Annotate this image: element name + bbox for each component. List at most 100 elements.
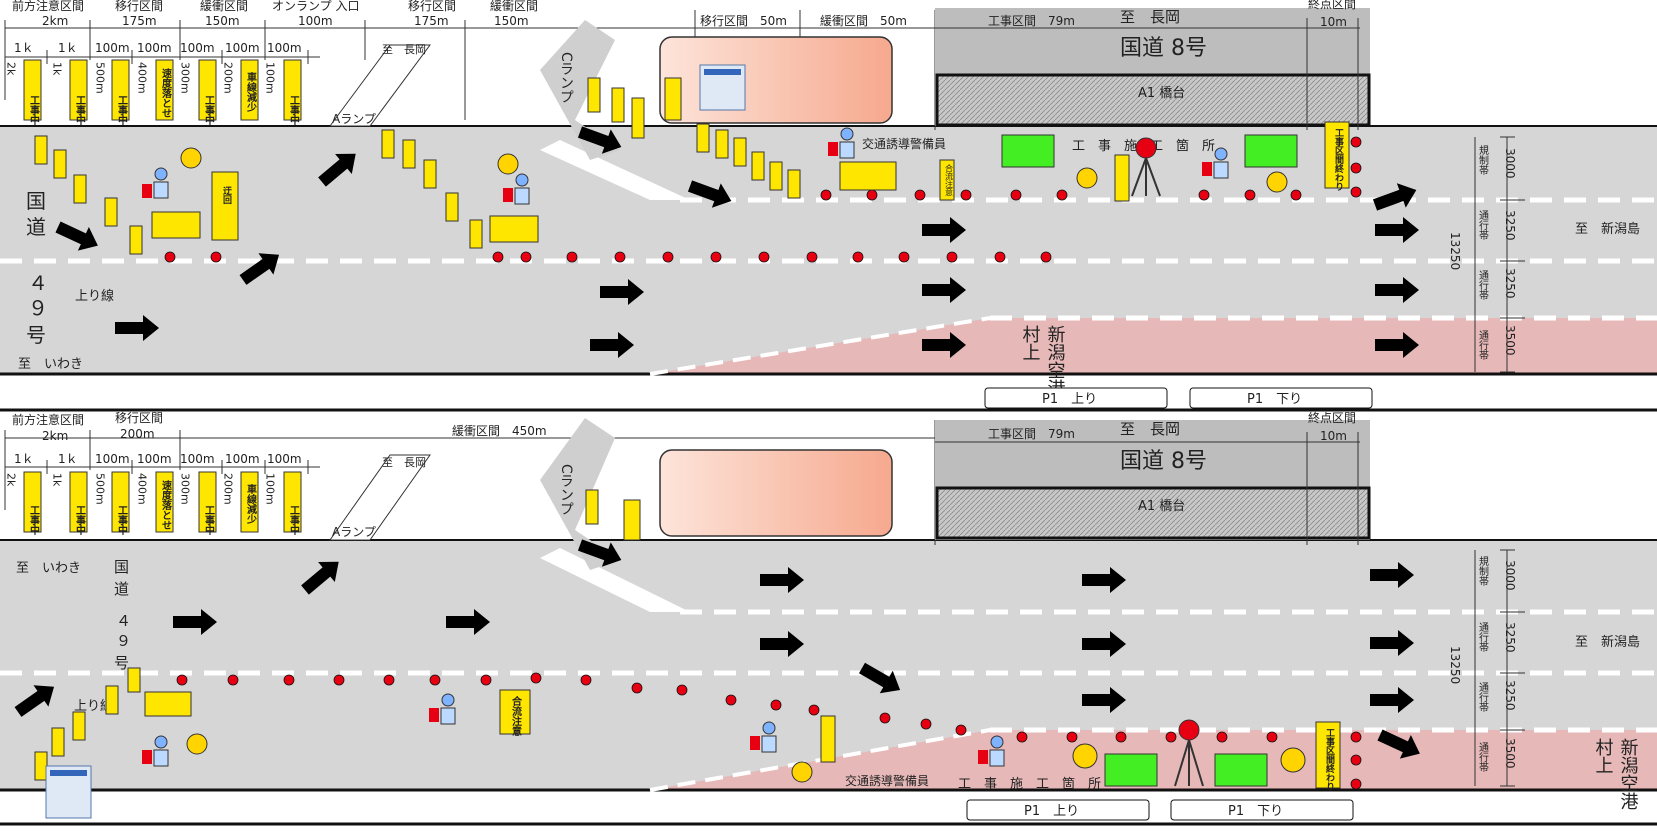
bottom-route49-char: ９ [116,632,131,650]
sign-icon [820,715,836,763]
cone-icon [1066,731,1078,743]
sign-icon [664,77,682,121]
bottom-route49-char: 号 [114,654,129,672]
bottom-distance: 100m [95,452,130,466]
bottom-lane-width: 3250 [1503,680,1517,711]
bottom-lane-type: 通行帯 [1477,742,1489,772]
bottom-taper-line [649,728,991,792]
arrow-board-icon [104,197,118,227]
top-bridge [935,73,1371,127]
bottom-p1-down-box [1170,799,1354,821]
top-sign-row: 工事中 工事中 工事中 速度落とせ 工事中 車線減少 工事中 [23,59,302,126]
lamp-icon [1266,171,1288,193]
sign-icon [1114,154,1130,202]
bottom-lane-width: 3500 [1503,738,1517,769]
cone-icon [914,189,926,201]
bottom-route8: 国道 8号 [1120,449,1207,474]
flagman-icon [978,735,1005,767]
cone-icon [631,682,643,694]
vehicle-icon [1104,753,1158,787]
sign-text: 工事中 [28,95,40,126]
top-airport-label: 新潟空港 [1045,325,1066,397]
bottom-a-ramp [329,454,431,541]
bottom-distance: 100m [137,452,172,466]
sign-icon [69,59,88,121]
sign-icon [1324,121,1350,189]
top-sign-distance: 1k [51,62,64,76]
top-closed-lane [650,318,1657,374]
arrow-icon [1082,567,1126,593]
sign-text: 工事中 [288,505,300,536]
top-a-ramp-label: Aランプ [332,112,376,126]
top-section-sub: 150m [494,14,529,28]
top-route49-char: 国 [26,189,46,213]
bottom-distance: 1ｋ [58,452,78,466]
bottom-c-ramp [540,418,620,570]
lamp-icon [1072,743,1098,769]
sign-icon [240,471,259,533]
arrow-icon [922,277,966,303]
bottom-route49-char: 国 [114,558,129,576]
bottom-sign-row: 工事中 工事中 工事中 速度落とせ 工事中 車線減少 工事中 [23,471,302,536]
cone-icon [946,251,958,263]
sign-text: 工事中 [116,95,128,126]
sign-icon [283,471,302,533]
sign-icon [155,59,174,121]
arrow-board-icon [34,135,48,165]
sign-text: 速度落とせ [160,67,172,118]
bottom-panel: 前方注意区間 2km 移行区間 200m 緩衝区間 450m 1ｋ 1ｋ 100… [0,410,1657,826]
bottom-p1-down: P1 下り [1228,804,1283,819]
sign-text: 迂回 [221,186,232,205]
arrow-icon [859,662,901,694]
top-sign-distance: 300m [179,62,192,94]
bottom-sign-distance: 100m [264,473,277,505]
top-section-sub: 150m [205,14,240,28]
sign-icon [499,689,531,735]
sign-icon [198,471,217,533]
sign-icon [240,59,259,121]
cone-icon [852,251,864,263]
top-lane-type: 通行帯 [1477,330,1489,360]
bottom-sign-distance: 1k [51,473,64,487]
top-bridge-label: A1 橋台 [1138,86,1185,101]
sign-text: 工事中 [28,505,40,536]
lamp-icon [497,153,519,175]
sign-icon [939,159,955,201]
bottom-route49-char: 道 [114,580,129,598]
cone-icon [1010,189,1022,201]
sign-text: 工事中 [74,505,86,536]
bottom-bridge-label: A1 橋台 [1138,499,1185,514]
bottom-c-ramp-taper [540,548,690,612]
cone-icon [1350,186,1362,198]
top-a-ramp [329,44,431,127]
top-section-sub: 2km [42,14,68,28]
top-to-nagaoka: 至 長岡 [1120,8,1180,26]
bottom-guard-label: 交通誘導警備員 [845,773,929,788]
top-section-label: 移行区間 [115,0,163,13]
cone-icon [520,251,532,263]
top-arrows [55,126,1419,358]
cone-icon [960,189,972,201]
top-cones [164,136,1362,263]
bottom-section-label: 前方注意区間 [12,412,84,427]
arrow-icon [922,217,966,243]
sign-icon [211,171,239,241]
arrow-board-icon [34,751,48,781]
top-facility [659,36,893,124]
sign-icon [23,471,42,533]
bottom-a-ramp-label: Aランプ [332,525,376,539]
top-route49-char: 号 [26,323,46,347]
top-lane-width: 3250 [1503,210,1517,241]
flagman-icon [429,693,456,725]
billboard-icon [45,765,92,819]
cone-icon [1016,731,1028,743]
top-work-section-label: 工事区間 79m [988,14,1075,28]
flagman-icon [1202,147,1229,179]
cone-icon [1056,189,1068,201]
sign-icon [111,59,130,121]
sign-icon [155,471,174,533]
bottom-end-section-label: 終点区間 [1308,410,1356,425]
arrow-icon [1082,631,1126,657]
arrow-icon [577,539,622,567]
sign-text: 工事区間終わり [1324,728,1335,791]
